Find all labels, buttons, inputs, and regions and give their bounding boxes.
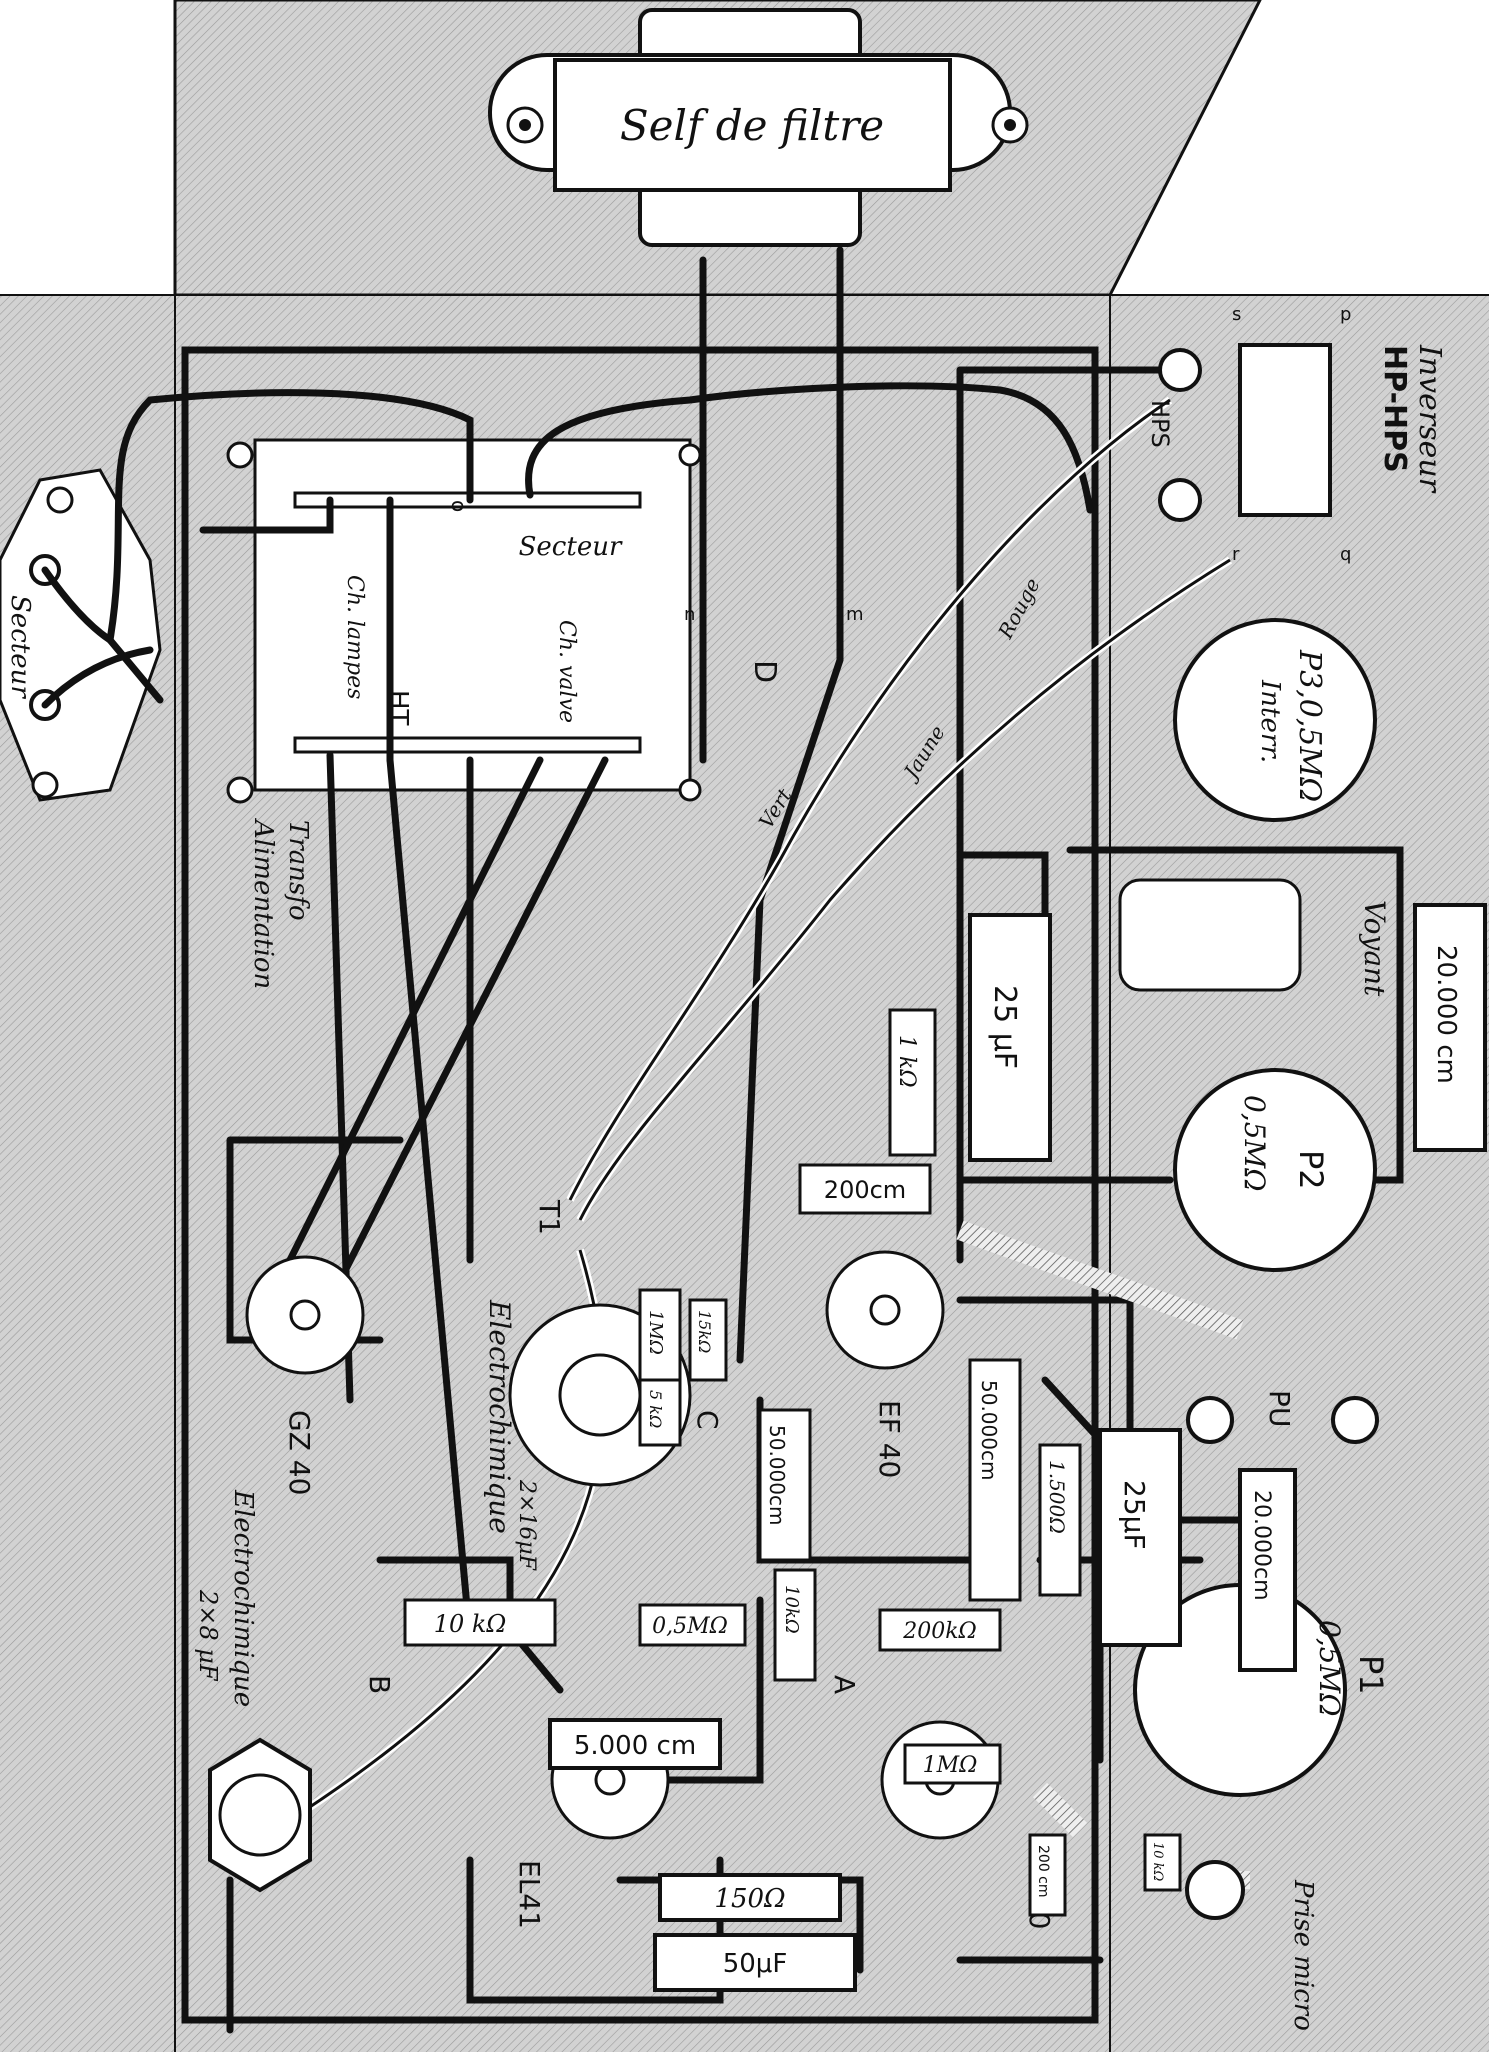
voyant-label: Voyant <box>1358 900 1391 997</box>
c-50000-1: 50.000cm <box>765 1425 789 1525</box>
self-label: Self de filtre <box>620 101 884 150</box>
pin-s-label: s <box>1232 304 1241 325</box>
r-15k: 15kΩ <box>695 1310 714 1353</box>
ch-lampes-label: Ch. lampes <box>342 575 367 699</box>
p1-label: P1 <box>1352 1655 1390 1695</box>
transfo-secteur-label: Secteur <box>519 532 623 562</box>
top-right-section: Inverseur HP-HPS HPS s p r q n m D P3,0,… <box>684 304 1487 1444</box>
c-20000-top: 20.000 cm <box>1431 945 1461 1084</box>
electro-bottom-val: 2×8 μF <box>194 1589 222 1682</box>
c-50uf: 50μF <box>723 1949 788 1979</box>
p3-label: P3,0,5MΩ <box>1292 649 1327 802</box>
transfo-label: Transfo <box>283 820 313 921</box>
r-1m: 1MΩ <box>923 1753 978 1778</box>
ch-valve-label: Ch. valve <box>554 620 579 723</box>
c-200cm: 200cm <box>824 1176 906 1204</box>
r-1500: 1.500Ω <box>1045 1460 1069 1534</box>
r-10k-small: 10kΩ <box>781 1585 802 1634</box>
c-50000-2: 50.000cm <box>977 1380 1001 1480</box>
p2-label: P2 <box>1292 1150 1330 1190</box>
prise-micro-label: Prise micro <box>1288 1879 1318 2031</box>
pu-label: PU <box>1263 1390 1296 1427</box>
electro-bottom-label: Electrochimique <box>228 1489 258 1707</box>
inverseur-label: Inverseur <box>1412 344 1447 494</box>
r-200k: 200kΩ <box>902 1619 977 1644</box>
electro-top-label: Electrochimique <box>483 1299 516 1534</box>
r-1k: 1 kΩ <box>894 1035 919 1088</box>
c-25uf-bottom: 25μF <box>1118 1480 1151 1550</box>
r-10k: 10 kΩ <box>434 1610 507 1638</box>
plug-secteur-label: Secteur <box>5 595 35 699</box>
pin-r-label: r <box>1232 544 1240 565</box>
electro-top-val: 2×16μF <box>514 1479 539 1571</box>
r-5k: 5 kΩ <box>646 1390 665 1428</box>
hps-label: HPS <box>1146 400 1174 448</box>
interr-label: Interr. <box>1255 679 1285 763</box>
pin-q-label: q <box>1340 544 1351 565</box>
ef40-top-label: EF 40 <box>873 1400 906 1478</box>
pin-p-label: p <box>1340 304 1351 325</box>
r-150: 150Ω <box>714 1884 785 1914</box>
filter-choke: Self de filtre <box>488 8 1029 247</box>
pin-m-label: m <box>846 604 864 625</box>
c-5000: 5.000 cm <box>574 1731 696 1761</box>
alimentation-label: Alimentation <box>248 818 278 989</box>
r-10k-micro: 10 kΩ <box>1150 1842 1165 1882</box>
pin-n-label: n <box>684 604 695 625</box>
t1-label: T1 <box>533 1199 566 1235</box>
d-label: D <box>747 660 782 683</box>
p2-val: 0,5MΩ <box>1238 1095 1271 1191</box>
c-20000-bottom: 20.000cm <box>1249 1490 1274 1601</box>
pin-o-label: o <box>447 500 471 512</box>
r-05m: 0,5MΩ <box>652 1614 728 1639</box>
r-1m-small: 1MΩ <box>645 1310 666 1355</box>
gz40-label: GZ 40 <box>283 1410 316 1495</box>
el41-label: EL41 <box>513 1860 546 1929</box>
c-25uf-top: 25 μF <box>987 985 1022 1069</box>
c-200cm-small: 200 cm <box>1035 1845 1051 1898</box>
bottom-components: 10 kΩ 0,5MΩ 10kΩ 200kΩ 5.000 cm 1MΩ 150Ω… <box>403 1568 1182 1992</box>
hp-hps-label: HP-HPS <box>1377 345 1412 473</box>
b-label: B <box>363 1675 396 1694</box>
a-label: A <box>828 1675 861 1694</box>
p1-val: 0,5MΩ <box>1313 1620 1346 1716</box>
middle-components: 50.000cm 50.000cm 1.500Ω 25μF 20.000cm 1… <box>638 1288 1297 1672</box>
c-label: C <box>691 1410 724 1430</box>
